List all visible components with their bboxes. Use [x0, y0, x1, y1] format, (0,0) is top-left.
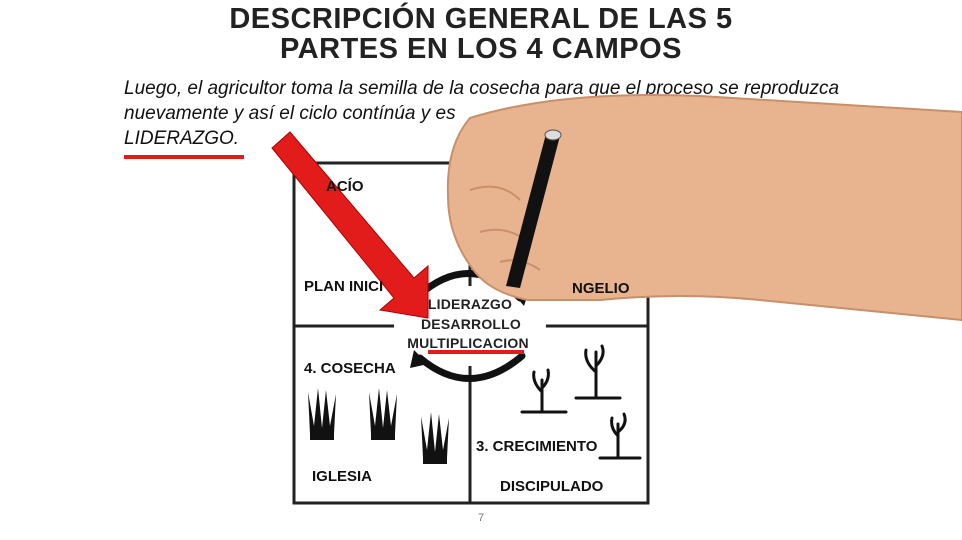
quadrant-top-right-label: NGELIO — [572, 280, 630, 297]
center-circle — [394, 286, 546, 366]
quadrant-bottom-right-heading: 3. CRECIMIENTO — [476, 438, 598, 455]
sprout-icon — [520, 368, 568, 414]
center-label-desarrollo: DESARROLLO — [421, 316, 521, 332]
center-label-multiplicacion: MULTIPLICACION — [407, 335, 529, 351]
title-line-2: PARTES EN LOS 4 CAMPOS — [279, 33, 683, 65]
wheat-icon — [308, 388, 336, 440]
sprout-icon — [598, 412, 642, 460]
body-line-1: Luego, el agricultor toma la semilla de … — [124, 78, 840, 99]
page-number: 7 — [477, 512, 485, 524]
cycle-arrowhead-bottom — [410, 350, 428, 368]
sprout-icons — [520, 344, 642, 460]
center-label-liderazgo: LIDERAZGO — [427, 296, 513, 312]
sprout-icon — [574, 344, 622, 400]
liderazgo-underline — [124, 155, 244, 159]
quadrant-top-left-label: PLAN INICI — [304, 278, 384, 295]
quadrant-bottom-left-heading: 4. COSECHA — [304, 360, 396, 377]
pen-icon — [506, 129, 562, 288]
wheat-bundle-icons — [308, 388, 449, 464]
title-line-1: DESCRIPCIÓN GENERAL DE LAS 5 — [229, 3, 733, 35]
body-paragraph: Luego, el agricultor toma la semilla de … — [124, 76, 944, 151]
multiplicacion-underline — [428, 350, 524, 354]
wheat-icon — [369, 388, 397, 440]
red-pointer-arrow — [271, 131, 429, 319]
quadrant-bottom-left-label: IGLESIA — [312, 468, 373, 485]
quadrant-bottom-right-label: DISCIPULADO — [500, 478, 604, 495]
hand-icon — [446, 93, 962, 322]
body-line-3: LIDERAZGO. — [124, 128, 240, 149]
slide-title: DESCRIPCIÓN GENERAL DE LAS 5 PARTES EN L… — [0, 4, 962, 64]
body-line-2: nuevamente y así el ciclo contínúa y es — [124, 103, 456, 124]
quadrant-top-left-heading: ACÍO — [326, 178, 364, 195]
wheat-icon — [421, 412, 449, 464]
